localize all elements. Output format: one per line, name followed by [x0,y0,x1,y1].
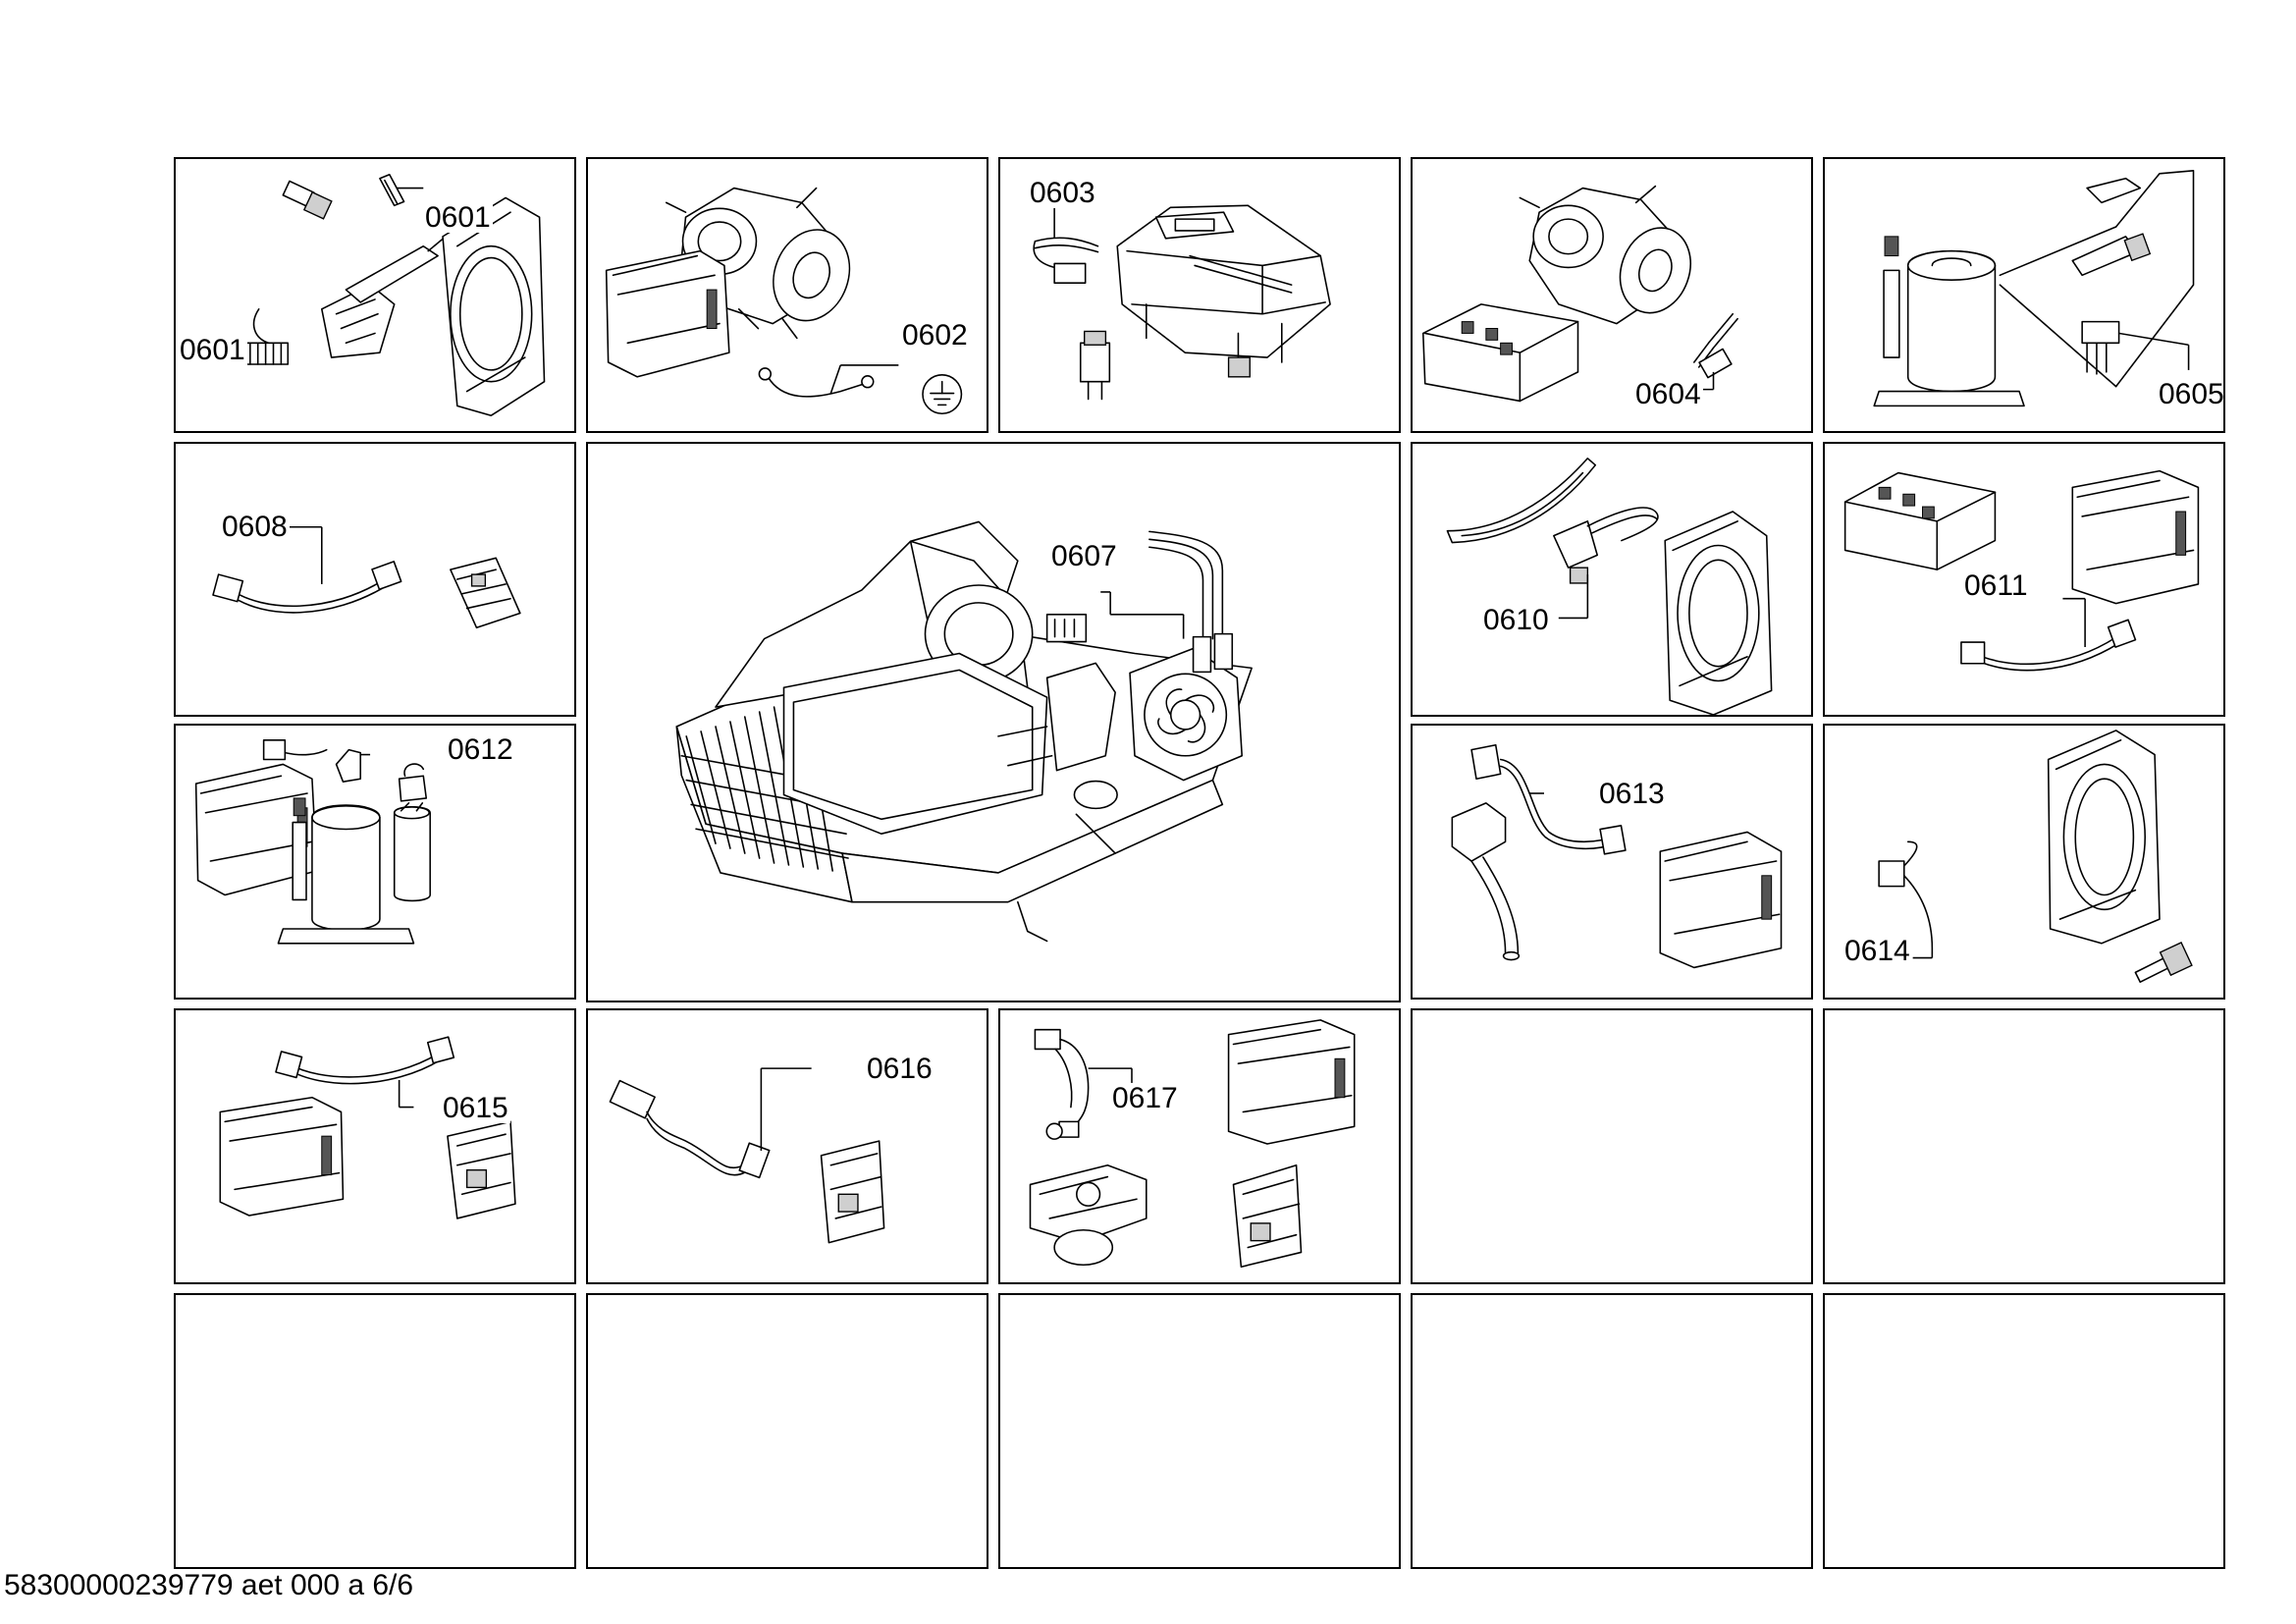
empty-panel [586,1293,988,1569]
panel-0610: 0610 [1411,442,1813,717]
part-illustration-0601 [227,173,546,417]
part-illustration-0610 [1446,457,1773,715]
part-number-label: 0611 [1962,569,2030,602]
part-illustration-0616 [609,1067,885,1244]
panel-0616: 0616 [586,1008,988,1284]
panel-0601: 0601 0601 [174,157,576,433]
part-illustration-0611 [1843,469,2200,672]
panel-0617: 0617 [998,1008,1401,1284]
panel-0613: 0613 [1411,724,1813,1000]
part-number-label: 0604 [1633,378,1703,410]
document-footer: 58300000239779 aet 000 a 6/6 [4,1569,414,1601]
part-number-label: 0602 [900,319,970,352]
empty-panel [998,1293,1401,1569]
panel-0612: 0612 [174,724,576,1000]
part-number-label: 0613 [1597,778,1667,810]
empty-panel [1411,1293,1813,1569]
part-illustration-0605 [1873,170,2195,407]
panel-0605: 0605 [1823,157,2225,433]
panel-0607: 0607 [586,442,1401,1002]
part-number-label: 0617 [1110,1082,1180,1114]
panel-0611: 0611 [1823,442,2225,717]
part-number-label: 0610 [1481,604,1551,636]
part-illustration-0612 [194,738,431,945]
part-number-label: 0614 [1842,935,1912,967]
part-number-label: 0601 [178,334,247,366]
part-number-label: 0608 [220,511,290,543]
part-illustration-0614 [1878,730,2193,984]
panel-0614: 0614 [1823,724,2225,1000]
empty-panel [1411,1008,1813,1284]
part-illustration-0604 [1421,185,1738,403]
part-number-label: 0603 [1028,177,1097,209]
panel-0604: 0604 [1411,157,1813,433]
part-illustration-0615 [219,1036,516,1219]
panel-0615: 0615 [174,1008,576,1284]
ground-symbol-icon [922,374,963,415]
part-illustration-0613 [1451,743,1783,969]
panel-0603: 0603 [998,157,1401,433]
part-illustration-0608 [212,525,521,629]
part-illustration-0617 [1029,1019,1356,1269]
part-illustration-0602 [605,187,963,415]
part-illustration-0603 [1033,204,1331,401]
panel-0608: 0608 [174,442,576,717]
part-number-label: 0601 [423,201,493,234]
part-number-label: 0605 [2157,378,2224,410]
panel-0602: 0602 [586,157,988,433]
part-number-label: 0615 [441,1092,510,1124]
empty-panel [1823,1293,2225,1569]
empty-panel [1823,1008,2225,1284]
empty-panel [174,1293,576,1569]
part-number-label: 0607 [1049,540,1119,572]
part-number-label: 0616 [865,1053,934,1085]
part-number-label: 0612 [446,733,515,766]
part-illustration-0607 [675,520,1253,943]
